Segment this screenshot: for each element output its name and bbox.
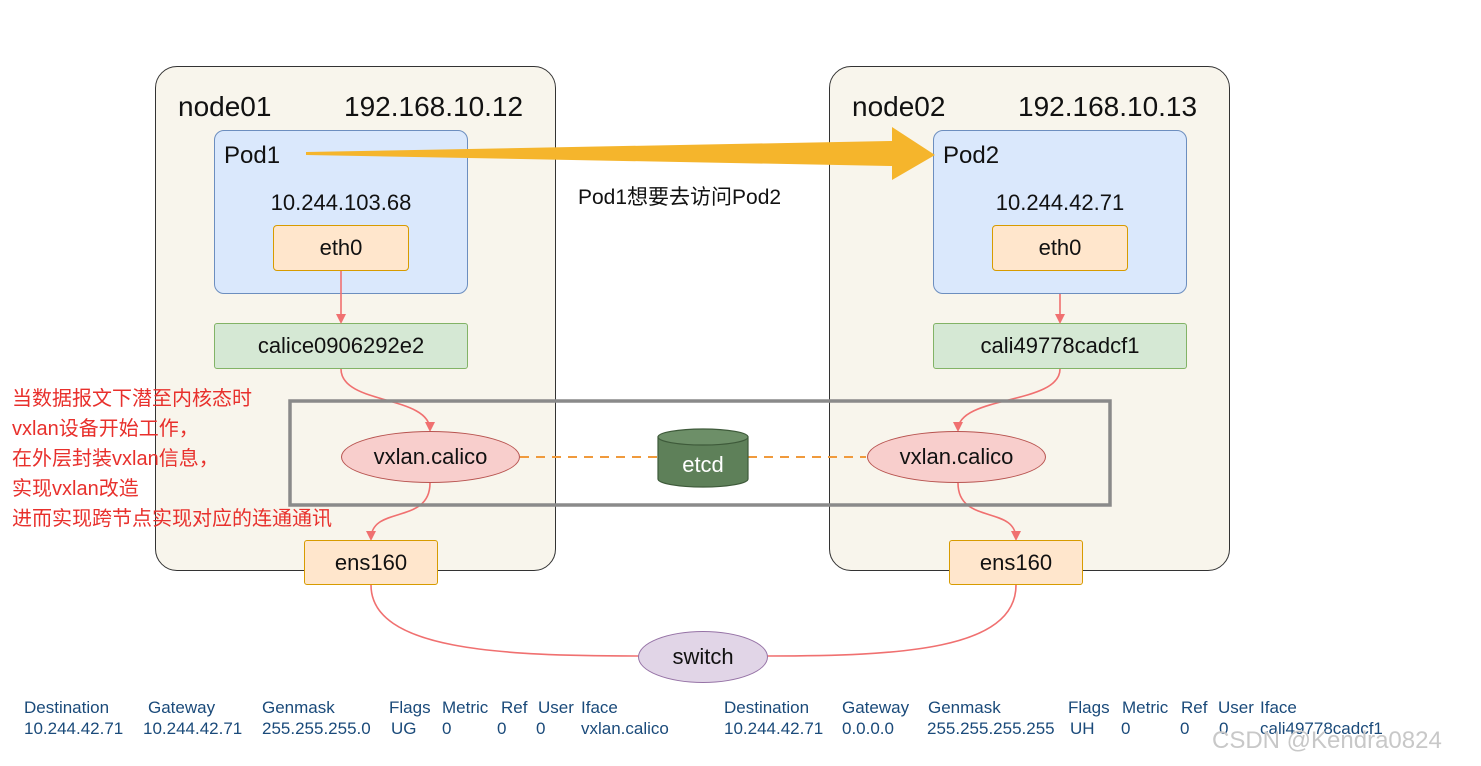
route-right-header-iface: Iface xyxy=(1260,698,1297,717)
etcd-label: etcd xyxy=(682,452,724,477)
node01-name: node01 xyxy=(178,91,272,122)
route-left-header-ref: Ref xyxy=(501,698,528,717)
route-right-header-gateway: Gateway xyxy=(842,698,910,717)
node02-ens160: ens160 xyxy=(949,540,1083,585)
node01-ens160: ens160 xyxy=(304,540,438,585)
route-right-header-destination: Destination xyxy=(724,698,810,717)
route-left-user: 0 xyxy=(536,719,546,738)
route-right-destination: 10.244.42.71 xyxy=(724,719,824,738)
node01-ip: 192.168.10.12 xyxy=(344,91,524,122)
route-left-header-flags: Flags xyxy=(389,698,431,717)
route-right-metric: 0 xyxy=(1121,719,1131,738)
route-left-header-genmask: Genmask xyxy=(262,698,335,717)
route-left-ref: 0 xyxy=(497,719,507,738)
pod1-ip: 10.244.103.68 xyxy=(270,190,412,215)
route-right-user: 0 xyxy=(1219,719,1229,738)
pod2-name: Pod2 xyxy=(943,142,1000,169)
route-left-destination: 10.244.42.71 xyxy=(24,719,124,738)
route-right-header-genmask: Genmask xyxy=(928,698,1001,717)
route-left-header-metric: Metric xyxy=(442,698,489,717)
etcd-cylinder xyxy=(657,428,749,488)
route-right-header-user: User xyxy=(1218,698,1254,717)
kernel-frame xyxy=(288,399,1112,507)
annotation-line-2: vxlan设备开始工作， xyxy=(12,418,199,440)
node01-vxlan-calico: vxlan.calico xyxy=(341,431,520,483)
arrow-label: Pod1想要去访问Pod2 xyxy=(578,186,782,209)
pod2-ip: 10.244.42.71 xyxy=(995,190,1125,215)
route-left-metric: 0 xyxy=(442,719,452,738)
route-left-header-iface: Iface xyxy=(581,698,618,717)
node02-vxlan-calico: vxlan.calico xyxy=(867,431,1046,483)
node02-ip: 192.168.10.13 xyxy=(1018,91,1198,122)
route-left-header-gateway: Gateway xyxy=(148,698,216,717)
annotation-line-1: 当数据报文下潜至内核态时 xyxy=(12,388,252,410)
route-left-genmask: 255.255.255.0 xyxy=(262,719,371,738)
route-right-ref: 0 xyxy=(1180,719,1190,738)
route-left-header-destination: Destination xyxy=(24,698,110,717)
access-arrow xyxy=(306,127,935,180)
route-left-flags: UG xyxy=(391,719,417,738)
pod1-name: Pod1 xyxy=(224,142,281,169)
route-right-header-metric: Metric xyxy=(1122,698,1169,717)
switch: switch xyxy=(638,631,768,683)
annotation-line-3: 在外层封装vxlan信息， xyxy=(12,448,219,470)
annotation-line-4: 实现vxlan改造 xyxy=(12,478,139,500)
route-right-gateway: 0.0.0.0 xyxy=(842,719,894,738)
route-right-iface: cali49778cadcf1 xyxy=(1260,719,1383,738)
node02-name: node02 xyxy=(852,91,946,122)
route-right-flags: UH xyxy=(1070,719,1095,738)
route-right-genmask: 255.255.255.255 xyxy=(927,719,1055,738)
route-left-header-user: User xyxy=(538,698,574,717)
annotation-line-5: 进而实现跨节点实现对应的连通通讯 xyxy=(12,508,332,530)
node01-veth: calice0906292e2 xyxy=(214,323,468,369)
node02-veth: cali49778cadcf1 xyxy=(933,323,1187,369)
pod2-eth0: eth0 xyxy=(992,225,1128,271)
route-left-gateway: 10.244.42.71 xyxy=(143,719,243,738)
route-left-iface: vxlan.calico xyxy=(581,719,669,738)
csdn-watermark: CSDN @Kendra0824 xyxy=(1212,727,1442,754)
pod1-eth0: eth0 xyxy=(273,225,409,271)
route-right-header-flags: Flags xyxy=(1068,698,1110,717)
route-right-header-ref: Ref xyxy=(1181,698,1208,717)
